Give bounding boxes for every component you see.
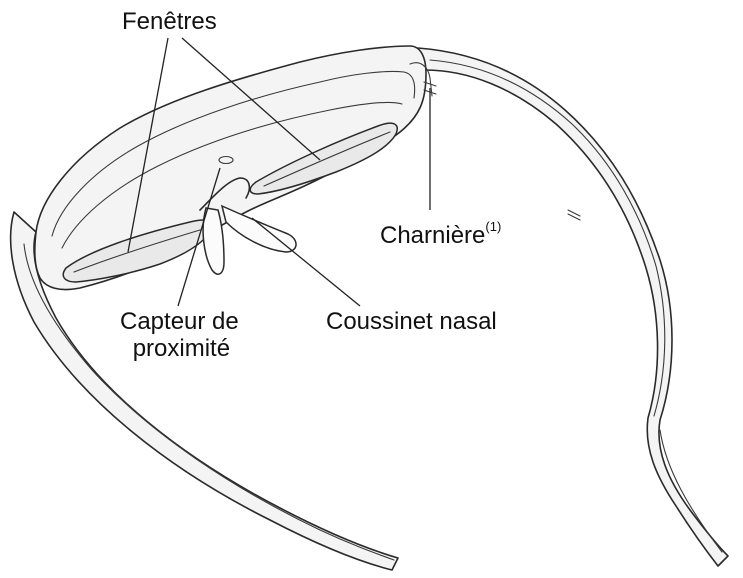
leader-windows-left: [127, 37, 169, 253]
leader-nose-pad: [251, 217, 361, 307]
proximity-sensor: [218, 155, 234, 165]
nose-pad-left: [202, 207, 225, 275]
label-hinge-text: Charnière: [380, 222, 486, 249]
leader-windows-right: [181, 37, 321, 161]
label-proximity-line1: Capteur de: [120, 308, 239, 335]
label-proximity-line2: proximité: [132, 335, 231, 362]
nose-bridge: [199, 177, 251, 211]
label-proximity-sensor: Capteur de proximité: [120, 308, 239, 362]
leader-proximity: [177, 167, 221, 307]
label-hinge: Charnière(1): [380, 216, 501, 249]
label-hinge-footnote: (1): [485, 219, 502, 234]
label-nose-pad: Coussinet nasal: [326, 308, 497, 335]
left-lens-window: [62, 219, 214, 283]
left-temple-arm: [9, 211, 399, 571]
label-windows: Fenêtres: [122, 8, 217, 35]
right-temple-arm: [417, 47, 729, 567]
